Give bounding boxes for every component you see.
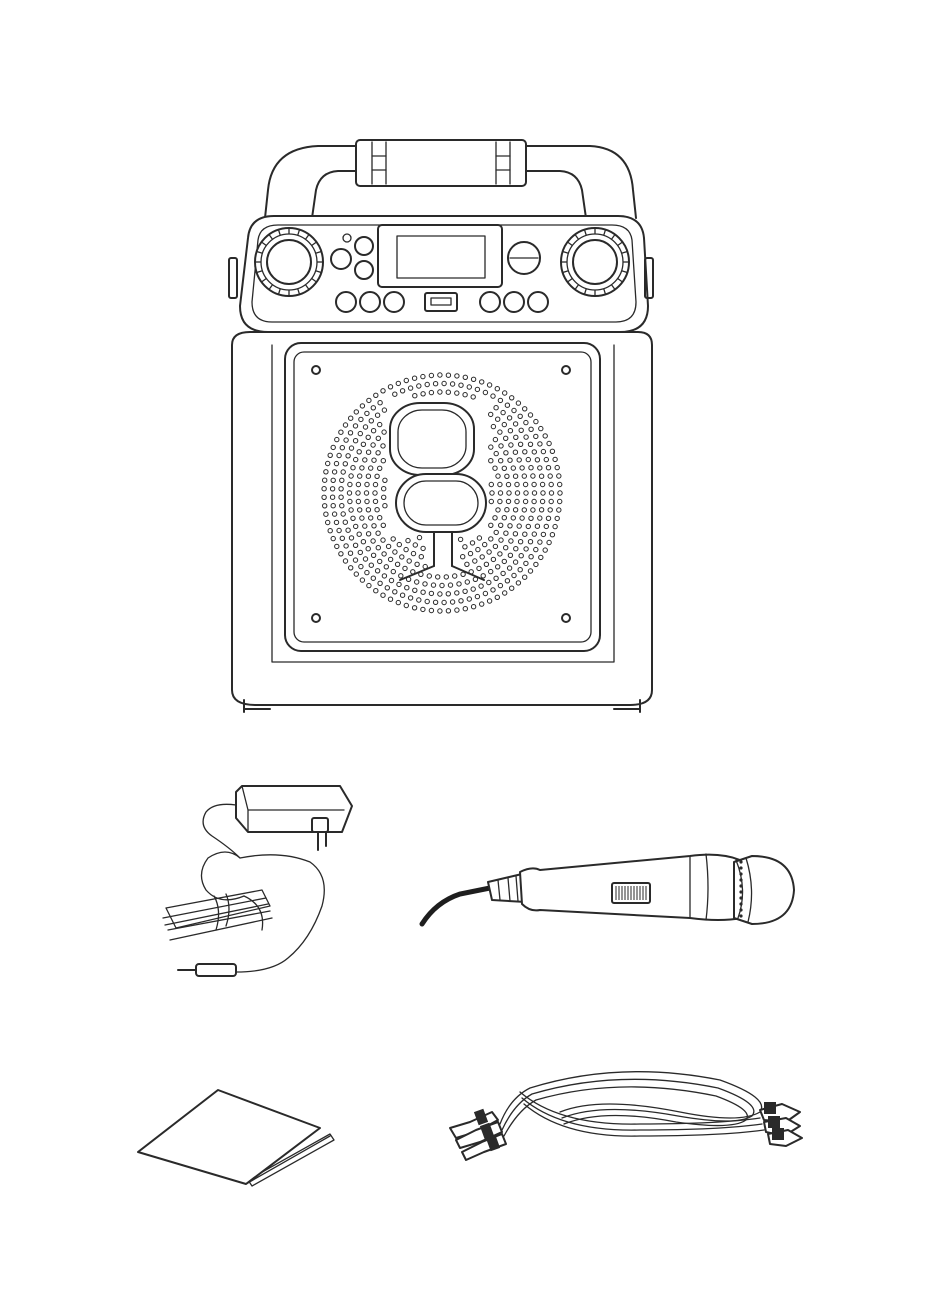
usb-port [425, 293, 457, 311]
cable-loop [500, 1072, 764, 1136]
manual-page [138, 1090, 320, 1184]
av-cable-illustration [445, 1065, 805, 1165]
dc-plug [196, 964, 236, 976]
ac-adapter-illustration [160, 778, 360, 983]
rca-plugs-left [450, 1109, 506, 1160]
handle-grip [356, 140, 526, 186]
manual-illustration [135, 1085, 335, 1190]
microphone-illustration [418, 850, 798, 930]
right-knob [561, 228, 629, 296]
rca-plugs-right [760, 1102, 802, 1146]
adapter-body [236, 786, 352, 832]
mic-cable [422, 888, 490, 924]
speaker-illustration [225, 135, 660, 715]
left-knob [255, 228, 323, 296]
